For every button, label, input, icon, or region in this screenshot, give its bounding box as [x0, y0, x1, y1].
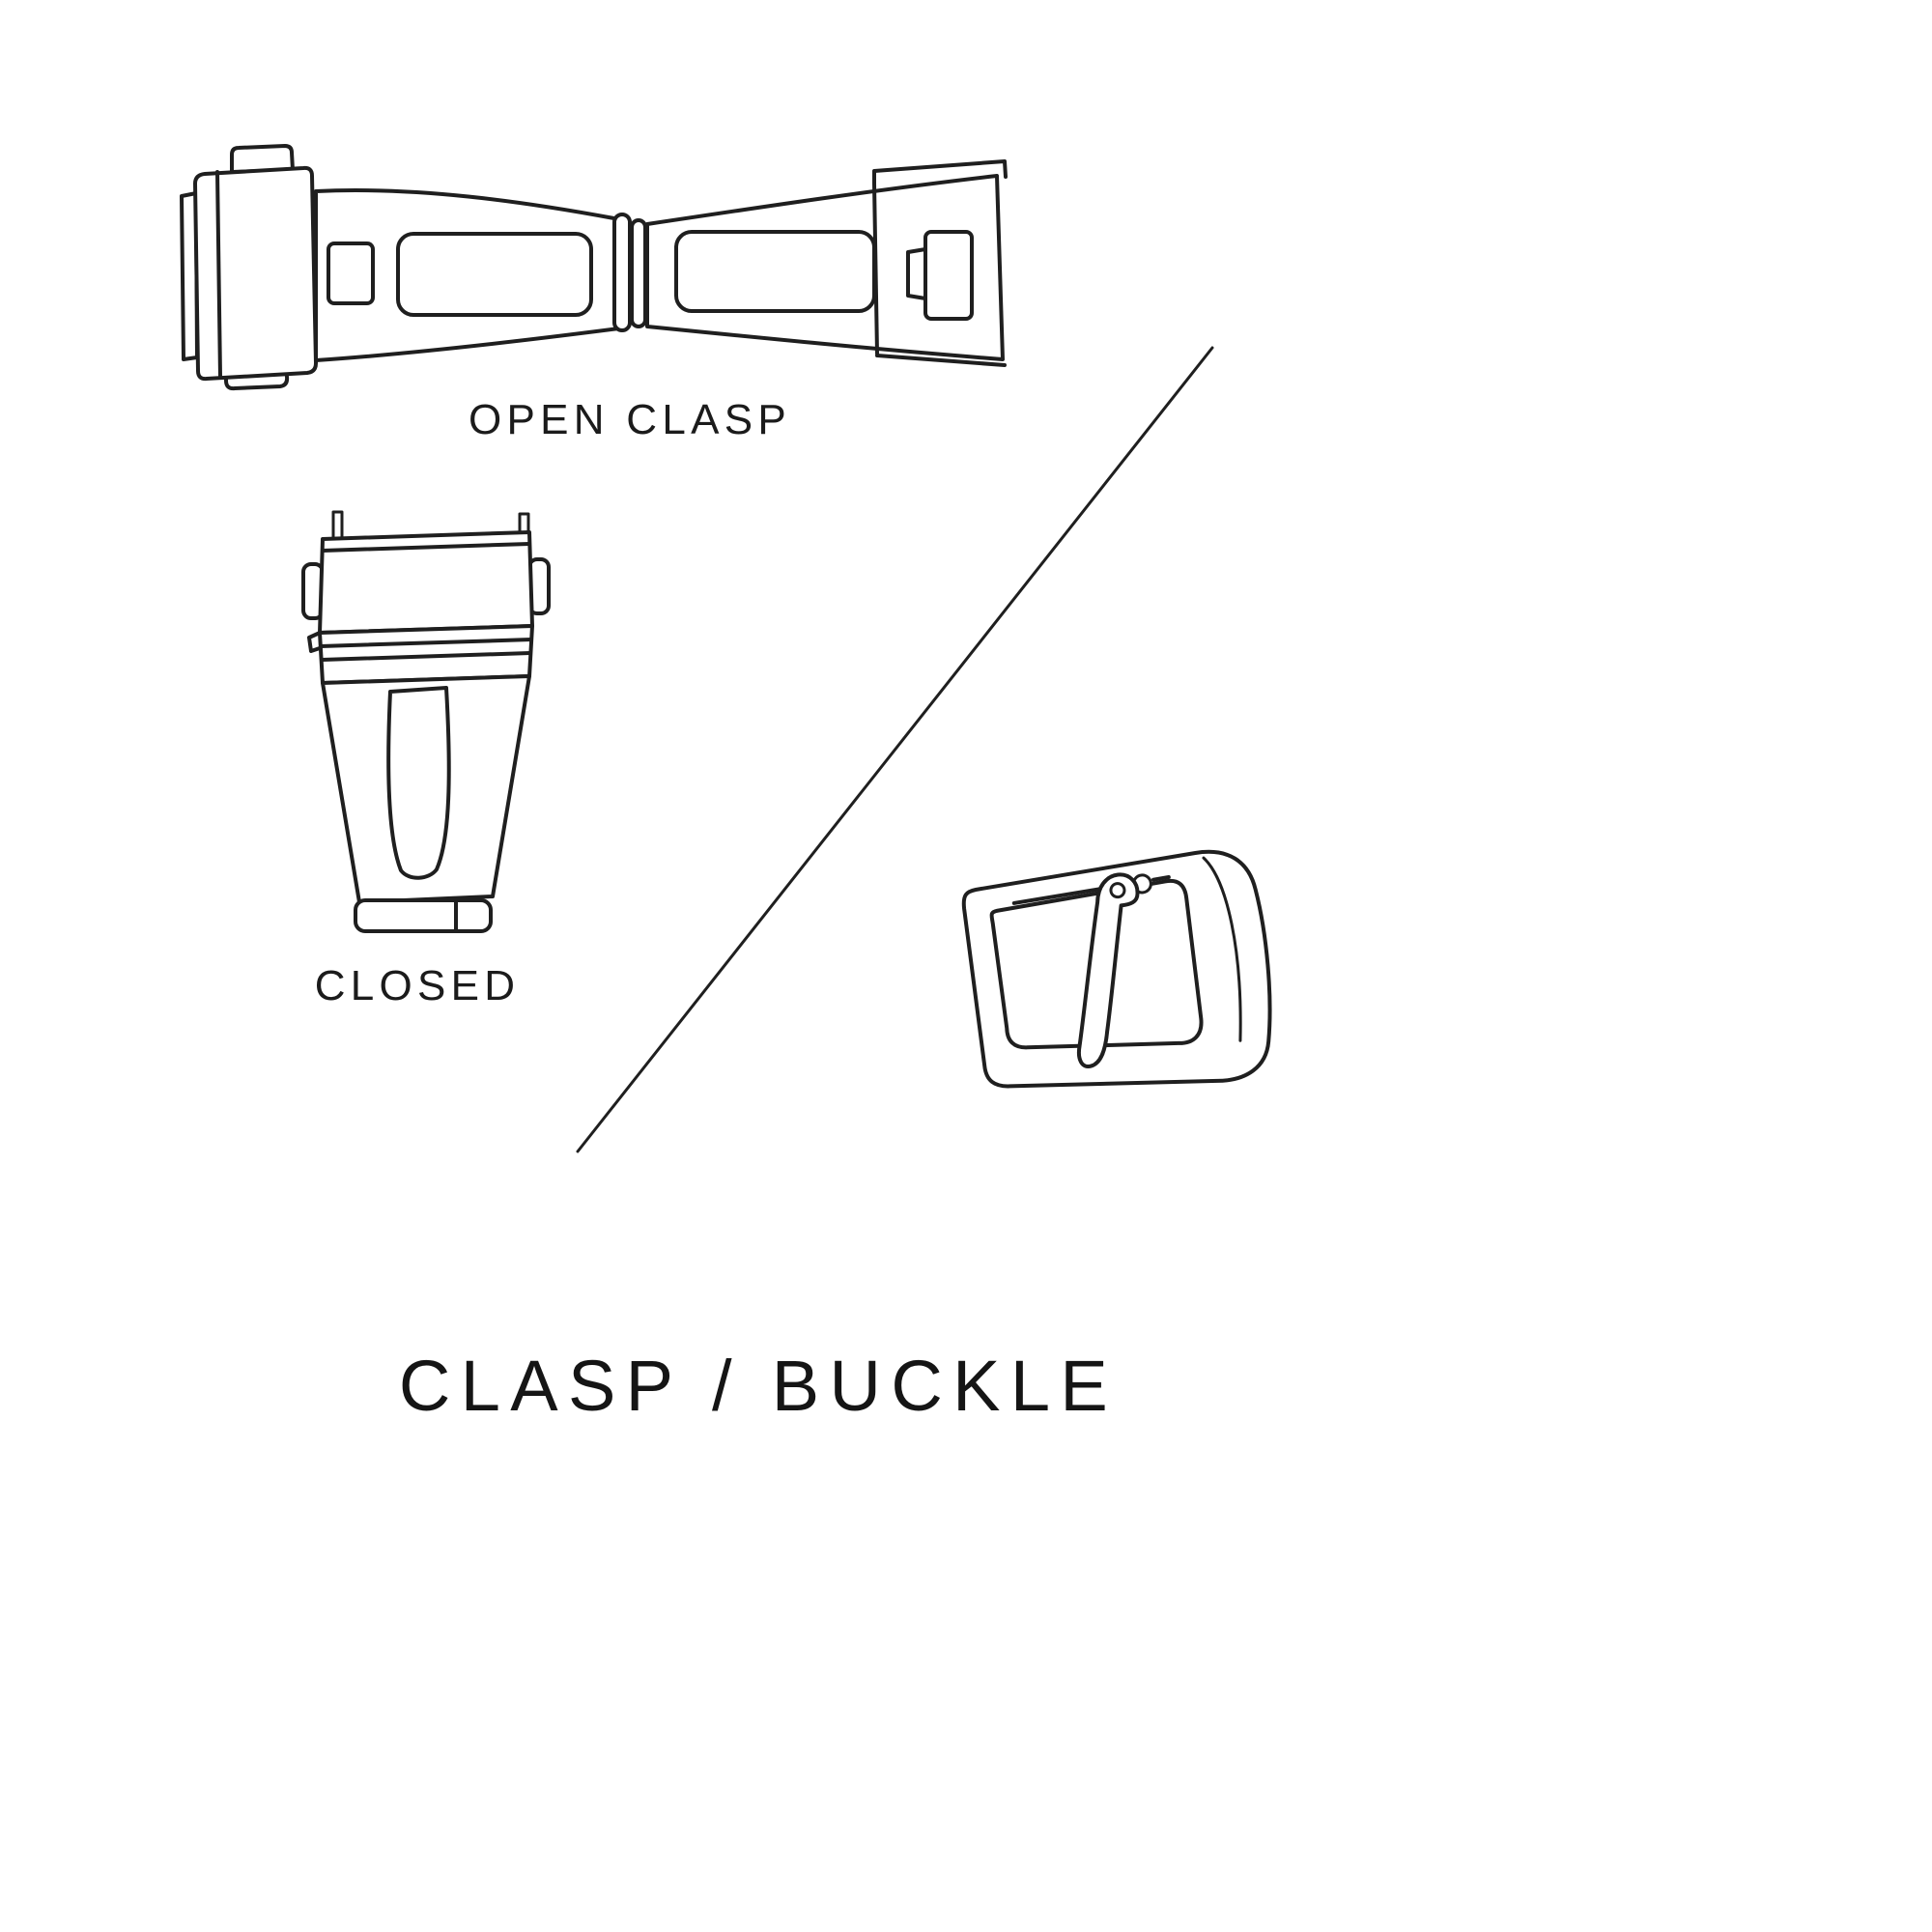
open-clasp-left-endlink	[193, 165, 318, 382]
open-clasp-left-arm-window	[396, 232, 593, 317]
open-clasp-illustration	[180, 144, 1008, 391]
open-clasp-right-top-lip	[872, 159, 1008, 185]
closed-clasp-band-line-1	[319, 638, 533, 648]
closed-clasp-illustration	[301, 510, 551, 933]
open-clasp-right-cutout	[923, 230, 974, 321]
closed-clasp-top-line	[321, 542, 531, 553]
open-clasp-right-hook	[906, 247, 927, 300]
divider-line	[576, 346, 1214, 1153]
open-clasp-label: OPEN CLASP	[468, 396, 791, 443]
buckle-spring-bar-end	[1151, 875, 1171, 882]
open-clasp-left-endlink-slat	[215, 170, 222, 379]
open-clasp-left-arm-notch	[327, 242, 375, 305]
closed-clasp-prong-left	[331, 510, 344, 541]
open-clasp-left-top-bump	[230, 144, 295, 174]
open-clasp-right-bottom-lip	[875, 354, 1007, 367]
open-clasp-right-arm-window	[674, 230, 876, 313]
open-clasp-hinge-left	[612, 213, 632, 332]
buckle-tongue-loop-hole	[1109, 882, 1126, 899]
closed-clasp-bottom-bar	[354, 898, 493, 933]
closed-clasp-slot	[386, 686, 451, 880]
buckle-tongue	[1076, 872, 1140, 1069]
open-clasp-hinge-right	[630, 218, 647, 328]
buckle-illustration	[961, 849, 1272, 1089]
buckle-band-highlight	[1202, 856, 1242, 1042]
line-art-group	[180, 144, 1272, 1153]
closed-clasp-band-line-2	[320, 651, 532, 662]
closed-clasp-label: CLOSED	[314, 962, 521, 1009]
page-title: CLASP / BUCKLE	[398, 1346, 1119, 1426]
